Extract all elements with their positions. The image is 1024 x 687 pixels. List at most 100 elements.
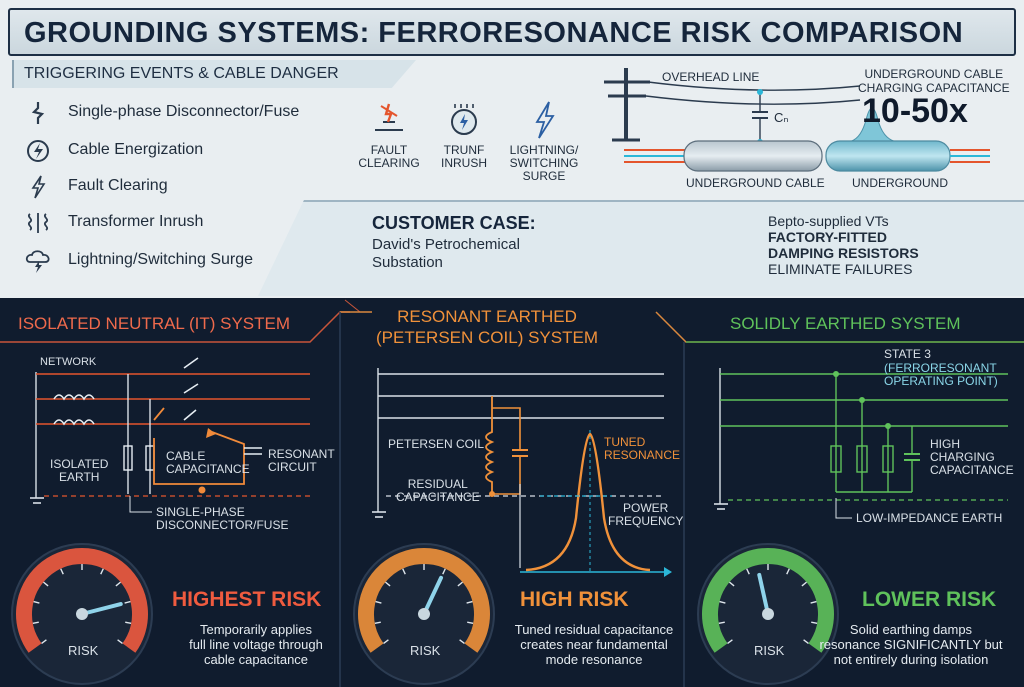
- mini-fault-clearing: FAULT CLEARING: [356, 100, 422, 170]
- gauge-tick: [383, 639, 389, 644]
- gauge-band: [16, 548, 148, 653]
- gauge-tick: [115, 581, 121, 587]
- fault-icon: [375, 103, 403, 131]
- gauge-tick: [801, 581, 807, 587]
- petersen-circuit: [372, 368, 672, 577]
- ug-cable-label: UNDERGROUND CABLE: [686, 176, 825, 190]
- solid-gauge-label: RISK: [754, 643, 785, 658]
- trigger-label: Cable Energization: [68, 141, 204, 158]
- cable-capacitance-label: CABLE CAPACITANCE: [166, 449, 250, 476]
- gauge-tick: [729, 581, 735, 587]
- state3-sub-label: (FERRORESONANT OPERATING POINT): [884, 361, 998, 388]
- gauge-tick: [810, 600, 817, 604]
- vt-solution-text: Bepto-supplied VTs FACTORY-FITTED DAMPIN…: [768, 213, 938, 277]
- risk-gauge-solid: [697, 543, 839, 685]
- network-label: NETWORK: [40, 356, 97, 368]
- gauge-tick: [117, 639, 123, 644]
- underground-label: UNDERGROUND: [852, 176, 948, 190]
- gauge-band: [358, 548, 490, 653]
- low-impedance-label: LOW-IMPEDANCE EARTH: [856, 511, 1003, 525]
- case-subtitle: David's Petrochemical Substation: [372, 236, 520, 271]
- gauge-hub: [762, 608, 774, 620]
- trigger-item: Cable Energization: [24, 136, 324, 166]
- gauge-tick: [124, 600, 131, 604]
- gauge-tick: [719, 600, 726, 604]
- gauge-tick: [467, 621, 474, 625]
- energize-icon: [27, 140, 49, 162]
- state3-label: STATE 3: [884, 347, 931, 361]
- storm-icon: [25, 250, 50, 273]
- trigger-label: Fault Clearing: [68, 177, 168, 194]
- bolt-icon: [31, 175, 46, 199]
- gauge-tick: [100, 568, 104, 575]
- residual-capacitance-label: RESIDUAL CAPACITANCE: [396, 477, 480, 504]
- overhead-line-label: OVERHEAD LINE: [662, 70, 760, 84]
- gauge-tick: [125, 621, 132, 625]
- surge-bolt-icon: [535, 101, 555, 139]
- petersen-risk-title: HIGH RISK: [520, 588, 629, 611]
- petersen-panel-title: RESONANT EARTHED (PETERSEN COIL) SYSTEM: [376, 307, 598, 347]
- mini-inrush: TRUNF INRUSH: [436, 102, 492, 170]
- gauge-hub: [418, 608, 430, 620]
- gauge-tick: [60, 568, 64, 575]
- gauge-tick: [811, 621, 818, 625]
- trigger-item: Fault Clearing: [24, 172, 324, 202]
- power-frequency-label: POWER FREQUENCY: [608, 501, 684, 528]
- top-section: GROUNDING SYSTEMS: FERRORESONANCE RISK C…: [0, 0, 1024, 298]
- trigger-label: Single-phase Disconnector/Fuse: [68, 103, 300, 120]
- isolated-risk-desc: Temporarily applies full line voltage th…: [189, 622, 323, 667]
- charging-cap-label: UNDERGROUND CABLE CHARGING CAPACITANCE: [858, 67, 1010, 95]
- gauge-tick: [727, 639, 733, 644]
- gauge-tick: [385, 581, 391, 587]
- high-charging-cap-label: HIGH CHARGING CAPACITANCE: [930, 437, 1014, 477]
- gauge-hub: [76, 608, 88, 620]
- inrush-icon: [451, 104, 477, 135]
- tuned-resonance-label: TUNED RESONANCE: [604, 435, 681, 462]
- gauge-tick: [459, 639, 465, 644]
- petersen-gauge-label: RISK: [410, 643, 441, 658]
- gauge-tick: [466, 600, 473, 604]
- fuse-icon: [31, 102, 45, 124]
- gauge-tick: [442, 568, 446, 575]
- gauge-needle: [757, 572, 770, 616]
- gauge-tick: [803, 639, 809, 644]
- page-title: GROUNDING SYSTEMS: FERRORESONANCE RISK C…: [24, 17, 964, 49]
- triggers-banner: TRIGGERING EVENTS & CABLE DANGER: [12, 60, 416, 88]
- trigger-label: Transformer Inrush: [68, 213, 204, 230]
- isolated-panel-title: ISOLATED NEUTRAL (IT) SYSTEM: [18, 314, 291, 333]
- isolated-risk-title: HIGHEST RISK: [172, 588, 322, 611]
- gauge-tick: [746, 568, 750, 575]
- mini-fault-label: FAULT CLEARING: [358, 143, 420, 170]
- gauge-tick: [457, 581, 463, 587]
- panels-diagram: [0, 299, 1024, 687]
- trigger-item: Single-phase Disconnector/Fuse: [24, 98, 324, 128]
- customer-case-banner: [258, 200, 1024, 296]
- gauge-tick: [41, 639, 47, 644]
- gauge-tick: [43, 581, 49, 587]
- power-pole-icon: [604, 68, 650, 142]
- solid-panel-title: SOLIDLY EARTHED SYSTEM: [730, 314, 961, 333]
- petersen-risk-desc: Tuned residual capacitance creates near …: [514, 622, 674, 667]
- gauge-tick: [33, 600, 40, 604]
- gauge-tick: [375, 600, 382, 604]
- gauge-tick: [718, 621, 725, 625]
- gauge-band: [702, 548, 834, 653]
- mini-surge-label: LIGHTNING/ SWITCHING SURGE: [509, 143, 579, 183]
- solid-circuit: [714, 368, 1008, 519]
- gauge-tick: [786, 568, 790, 575]
- trigger-item: Transformer Inrush: [24, 208, 324, 238]
- cn-label: Cₙ: [774, 110, 789, 125]
- title-bar: GROUNDING SYSTEMS: FERRORESONANCE RISK C…: [8, 8, 1016, 56]
- petersen-coil-label: PETERSEN COIL: [388, 437, 485, 451]
- gauge-tick: [374, 621, 381, 625]
- risk-gauge-petersen: [353, 543, 495, 685]
- gauge-needle: [422, 575, 444, 616]
- isolated-circuit: [30, 357, 310, 513]
- risk-gauge-isolated: [11, 543, 153, 685]
- gauge-tick: [402, 568, 406, 575]
- mini-surge: LIGHTNING/ SWITCHING SURGE: [504, 100, 584, 183]
- gauge-needle: [80, 602, 123, 616]
- trigger-label: Lightning/Switching Surge: [68, 251, 254, 268]
- capacitance-ratio: 10-50x: [862, 92, 968, 130]
